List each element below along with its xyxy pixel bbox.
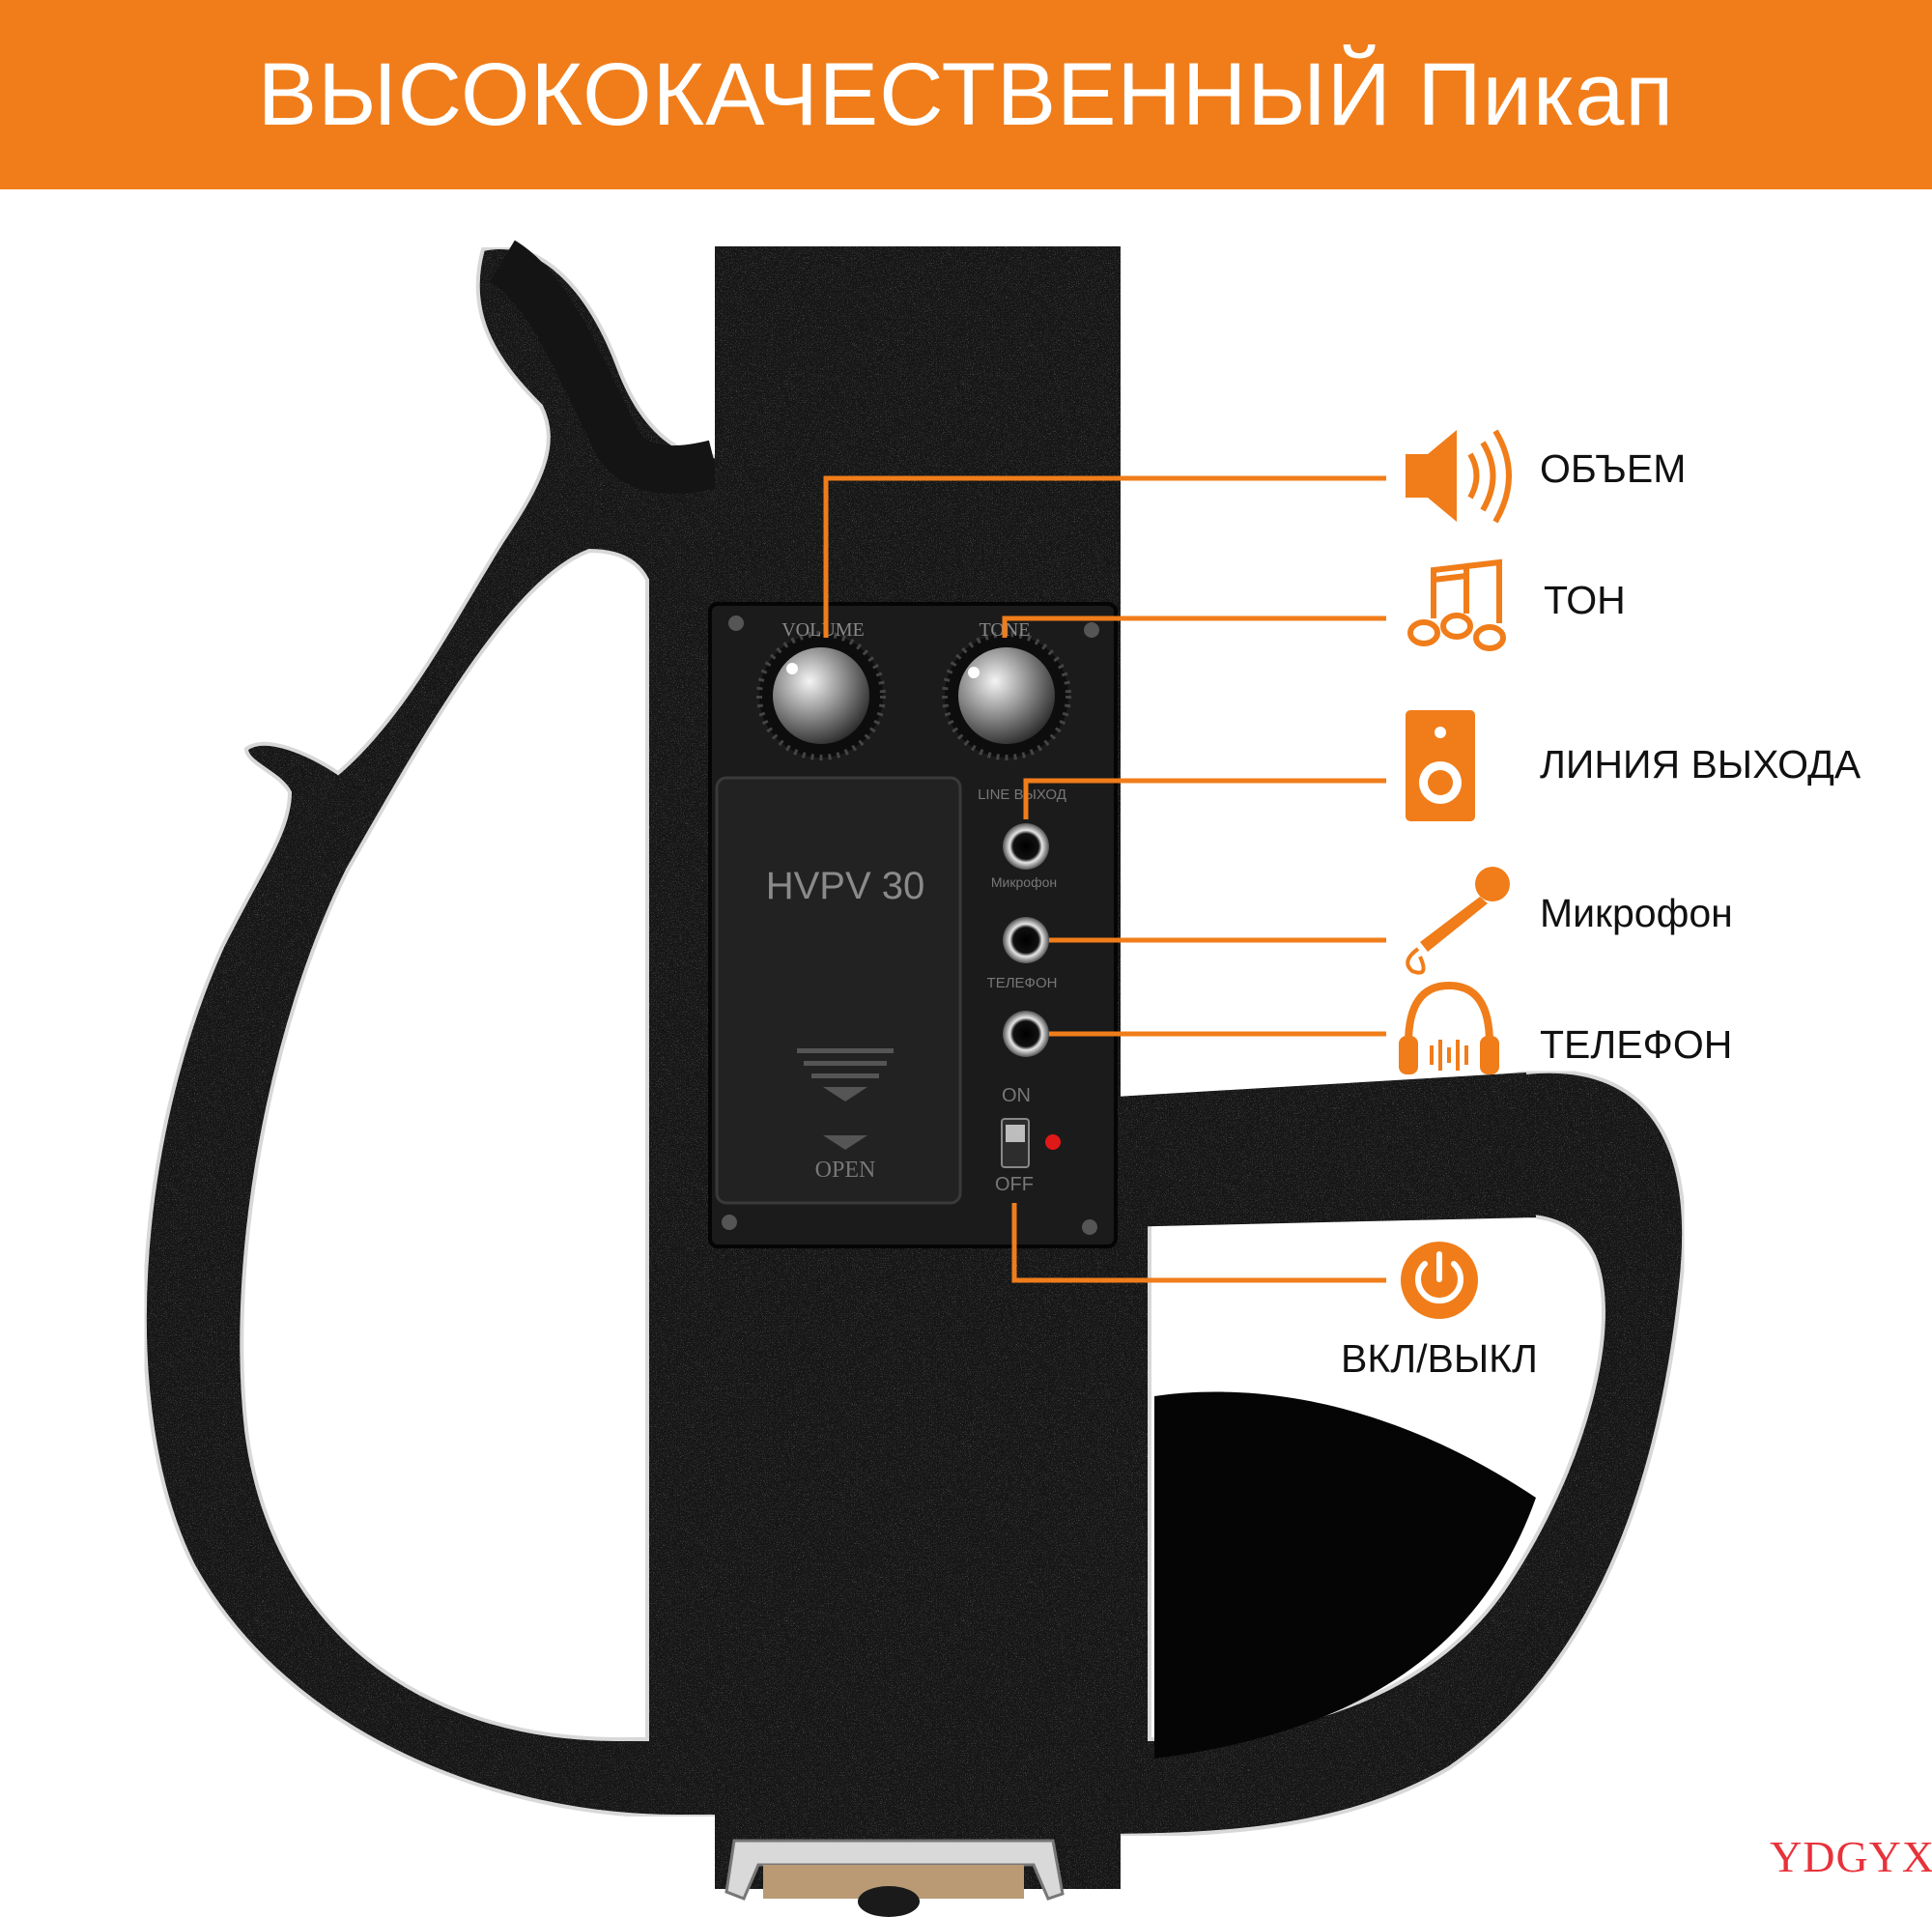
feature-label-power: ВКЛ/ВЫКЛ bbox=[1341, 1336, 1538, 1381]
feature-label-line-out: ЛИНИЯ ВЫХОДА bbox=[1540, 742, 1861, 787]
volume-knob[interactable] bbox=[756, 631, 886, 760]
upper-bout bbox=[489, 240, 722, 494]
switch-on-label: ON bbox=[1002, 1085, 1031, 1106]
header-banner: ВЫСОКОКАЧЕСТВЕННЫЙ Пикап bbox=[0, 0, 1932, 189]
phone-jack-label: ТЕЛЕФОН bbox=[987, 975, 1058, 991]
leader-volume bbox=[823, 475, 1386, 638]
switch-off-label: OFF bbox=[995, 1174, 1034, 1195]
battery-open-arrow bbox=[797, 1048, 894, 1150]
mic-jack-label: Микрофон bbox=[991, 874, 1057, 890]
feature-label-microphone: Микрофон bbox=[1540, 891, 1733, 935]
power-icon bbox=[1401, 1242, 1478, 1319]
end-bracket bbox=[724, 1839, 1065, 1901]
feature-label-phone: ТЕЛЕФОН bbox=[1540, 1022, 1733, 1067]
headphones-icon bbox=[1399, 981, 1499, 1074]
mic-jack[interactable] bbox=[1003, 917, 1049, 963]
power-led bbox=[1045, 1134, 1061, 1150]
battery-cover bbox=[715, 776, 962, 1205]
phone-jack[interactable] bbox=[1003, 1011, 1049, 1057]
page-title: ВЫСОКОКАЧЕСТВЕННЫЙ Пикап bbox=[257, 44, 1675, 144]
feature-label-tone: ТОН bbox=[1544, 578, 1626, 622]
leader-lines bbox=[823, 475, 1386, 1283]
tone-knob[interactable] bbox=[942, 631, 1071, 760]
end-button bbox=[858, 1886, 920, 1917]
battery-model-label: HVPV 30 bbox=[766, 865, 925, 907]
loudspeaker-icon bbox=[1406, 710, 1475, 821]
volume-knob-label: VOLUME bbox=[781, 619, 865, 641]
leader-power bbox=[1011, 1203, 1386, 1283]
feature-label-volume: ОБЪЕМ bbox=[1540, 446, 1687, 491]
speaker-volume-icon bbox=[1406, 429, 1512, 524]
leader-line-out bbox=[1023, 778, 1386, 819]
battery-open-label: OPEN bbox=[815, 1158, 876, 1183]
watermark: YDGYX bbox=[1770, 1832, 1932, 1881]
music-notes-icon bbox=[1407, 558, 1506, 651]
line-out-label: LINE ВЫХОД bbox=[978, 787, 1066, 803]
leader-tone bbox=[1002, 615, 1386, 638]
microphone-icon bbox=[1406, 867, 1510, 975]
violin-frame bbox=[142, 245, 726, 1818]
chinrest bbox=[1154, 1391, 1536, 1759]
line-out-jack[interactable] bbox=[1003, 823, 1049, 870]
